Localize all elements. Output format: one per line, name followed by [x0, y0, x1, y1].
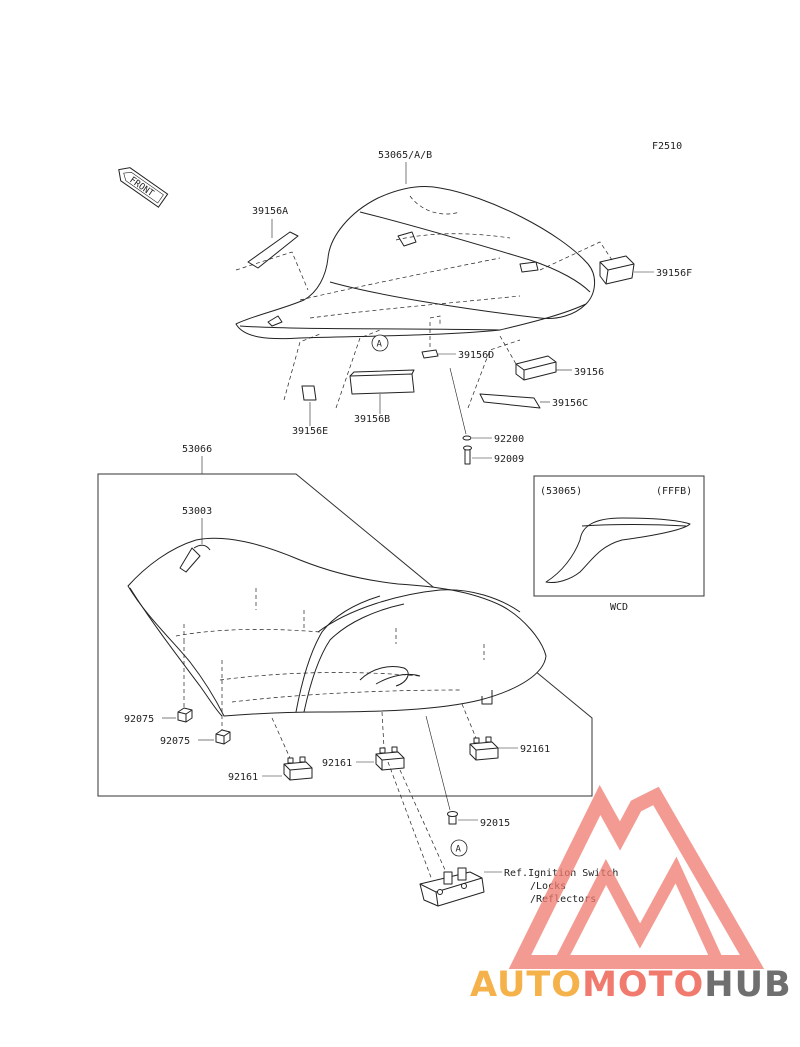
label-92015: 92015	[480, 818, 510, 829]
watermark-logo-icon	[508, 784, 765, 969]
damper-92161-c	[469, 736, 499, 761]
pad-39156F	[599, 255, 635, 285]
reference-line-2: /Locks	[530, 881, 566, 892]
pad-39156C	[479, 393, 541, 409]
label-53066: 53066	[182, 444, 212, 455]
pad-39156A	[247, 231, 299, 269]
screw-92009	[463, 445, 472, 465]
damper-92161-a	[283, 756, 313, 781]
washer-92200	[462, 435, 472, 441]
reference-line-3: /Reflectors	[530, 894, 596, 905]
inset-caption: WCD	[610, 602, 628, 613]
label-92161-b: 92161	[322, 758, 352, 769]
inset-right-label: (FFFB)	[656, 486, 692, 497]
label-92075-a: 92075	[124, 714, 154, 725]
inset-left-label: (53065)	[540, 486, 582, 497]
ref-a-upper: A	[371, 334, 389, 352]
ref-a-lower: A	[450, 839, 468, 857]
label-39156: 39156	[574, 367, 604, 378]
pad-39156E	[301, 385, 317, 401]
bolt-92015	[447, 811, 458, 825]
watermark-text: AUTOMOTOHUB	[470, 965, 792, 1005]
inset-box	[533, 475, 705, 597]
label-39156C: 39156C	[552, 398, 588, 409]
nut-92075-b	[215, 729, 231, 745]
label-39156D: 39156D	[458, 350, 494, 361]
seat-assembly-box	[97, 473, 593, 797]
figure-code: F2510	[652, 141, 682, 152]
pad-39156	[515, 355, 557, 381]
label-53003: 53003	[182, 506, 212, 517]
label-92075-b: 92075	[160, 736, 190, 747]
label-39156E: 39156E	[292, 426, 328, 437]
label-39156B: 39156B	[354, 414, 390, 425]
label-39156A: 39156A	[252, 206, 288, 217]
front-arrow-icon: FRONT	[118, 167, 169, 208]
inset-cover-profile	[545, 517, 691, 583]
label-92200: 92200	[494, 434, 524, 445]
svg-text:A: A	[377, 340, 383, 350]
rear-seat-cover	[235, 185, 595, 340]
main-seat	[127, 537, 547, 717]
label-39156F: 39156F	[656, 268, 692, 279]
label-92009: 92009	[494, 454, 524, 465]
label-92161-c: 92161	[520, 744, 550, 755]
bracket-39156D	[421, 349, 439, 359]
label-92161-a: 92161	[228, 772, 258, 783]
nut-92075-a	[177, 707, 193, 723]
svg-text:A: A	[456, 845, 462, 855]
damper-92161-b	[375, 746, 405, 771]
label-53065: 53065/A/B	[378, 150, 432, 161]
pad-39156B	[349, 369, 415, 395]
lock-bracket	[419, 867, 485, 907]
